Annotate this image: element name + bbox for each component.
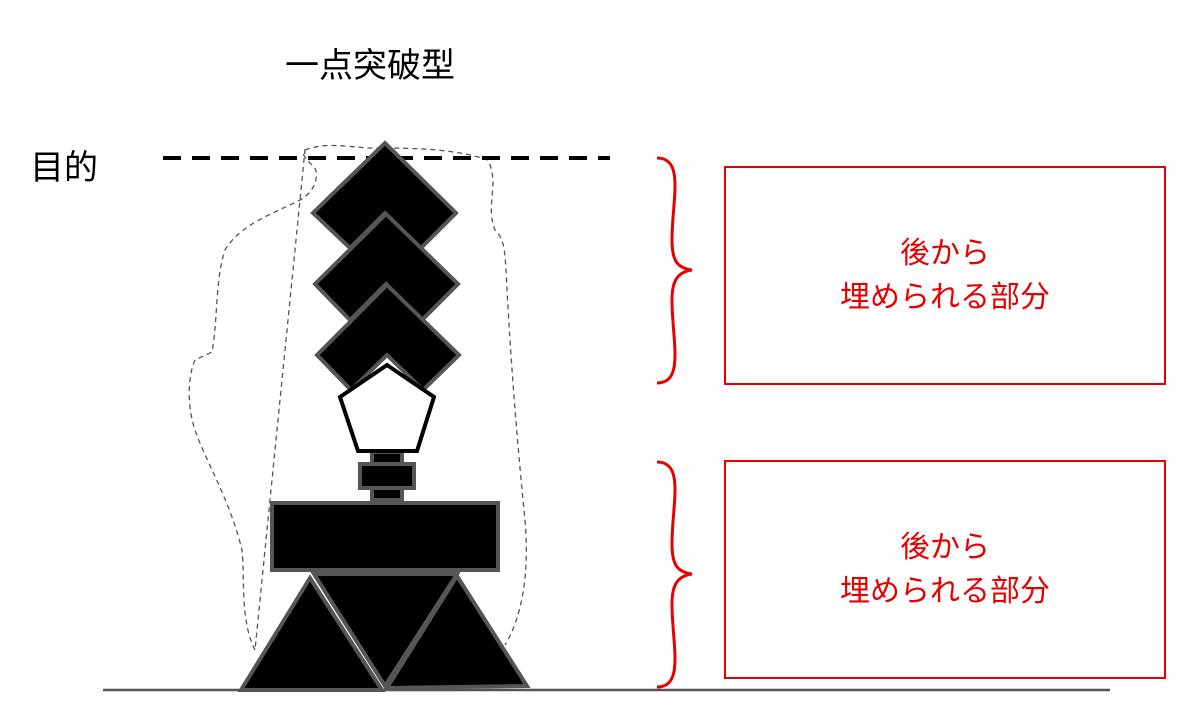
- goal-label: 目的: [30, 148, 98, 188]
- cross-fill: [374, 466, 400, 486]
- box-line-1: 後から: [900, 529, 990, 565]
- brace-bottom: [656, 460, 693, 689]
- rectangle-block: [270, 501, 500, 572]
- box-line-1: 後から: [900, 235, 990, 271]
- fillable-part-box-bottom: 後から 埋められる部分: [724, 460, 1166, 679]
- fillable-part-box-top: 後から 埋められる部分: [724, 166, 1166, 385]
- chevron-shape-bottom: [314, 282, 462, 393]
- right-triangle: [383, 572, 531, 691]
- pentagon-shape: [337, 362, 437, 453]
- box-line-2: 埋められる部分: [840, 279, 1050, 315]
- brace-top: [656, 156, 693, 385]
- diagram-title: 一点突破型: [285, 46, 455, 86]
- box-line-2: 埋められる部分: [840, 573, 1050, 609]
